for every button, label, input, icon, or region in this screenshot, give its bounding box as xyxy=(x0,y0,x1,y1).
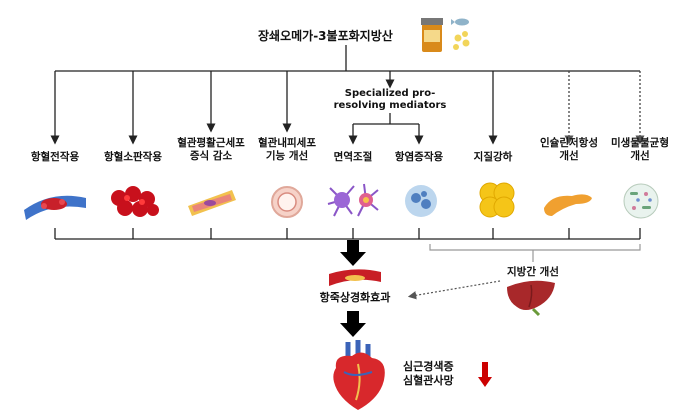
clot-blood-vessel-icon xyxy=(24,195,86,220)
artery-plaque-icon xyxy=(329,269,381,286)
final-outcomes: 심근경색증 심혈관사망 xyxy=(403,360,454,388)
effect-label-5: 면역조절 xyxy=(333,151,373,163)
smooth-muscle-cells-icon xyxy=(188,190,236,216)
diagram-title: 장쇄오메가-3불포화지방산 xyxy=(258,29,393,43)
heart-icon xyxy=(333,340,385,410)
fatty-liver-label: 지방간 개선 xyxy=(507,266,559,278)
cardiovascular-death-label: 심혈관사망 xyxy=(403,374,454,387)
effect-label-6: 항염증작용 xyxy=(394,151,444,163)
fat-droplets-icon xyxy=(479,182,515,218)
platelets-icon xyxy=(111,186,159,217)
microbiome-icon xyxy=(623,183,659,219)
spm-label: Specialized pro- resolving mediators xyxy=(333,88,447,111)
myocardial-infarction-label: 심근경색증 xyxy=(403,360,454,373)
anti-atherosclerosis-label: 항죽상경화효과 xyxy=(319,291,391,304)
effect-label-1: 항혈전작용 xyxy=(30,151,80,163)
effect-label-7: 지질강하 xyxy=(473,151,513,163)
supplement-bottle-fish-icon xyxy=(421,18,470,52)
pancreas-icon xyxy=(544,194,592,216)
liver-icon xyxy=(507,280,555,317)
immune-cells-icon xyxy=(327,183,379,217)
effect-label-2: 항혈소판작용 xyxy=(104,151,162,163)
inflammatory-cell-icon xyxy=(405,185,437,217)
endothelial-cell-icon xyxy=(271,186,303,218)
